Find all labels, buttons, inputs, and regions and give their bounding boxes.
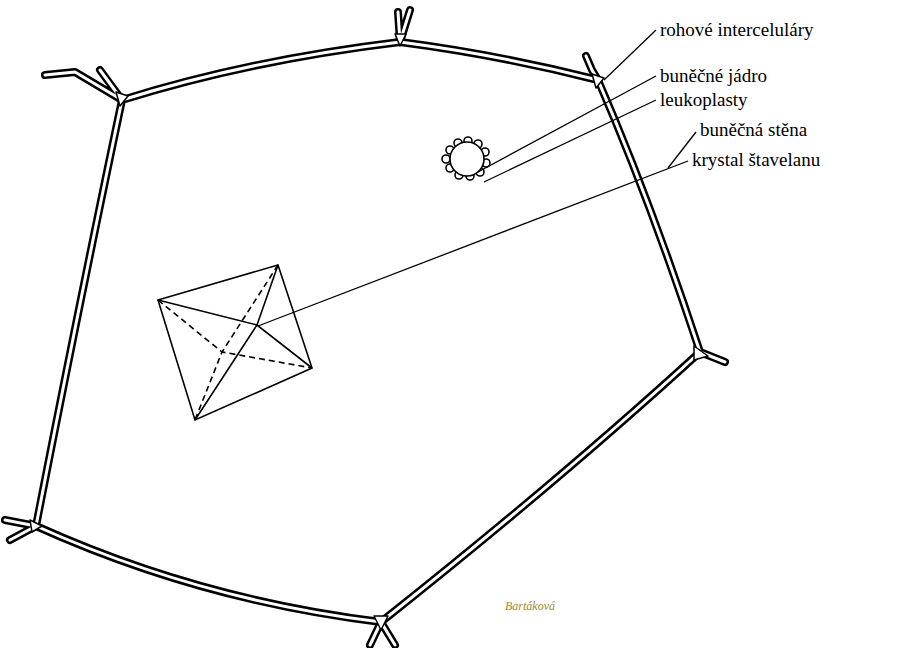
- part-label: buněčné jádro: [660, 65, 767, 87]
- oxalate-crystal: [158, 265, 312, 420]
- watermark: Bartáková: [505, 599, 555, 613]
- nucleus: [442, 137, 490, 180]
- part-label: krystal štavelanu: [692, 149, 820, 171]
- part-label: rohové interceluláry: [660, 19, 814, 41]
- part-label: leukoplasty: [660, 89, 748, 111]
- intercellular-space: [30, 34, 708, 630]
- part-label: buněčná stěna: [700, 119, 807, 141]
- leader-line: [258, 30, 696, 326]
- cell-wall: [5, 10, 725, 645]
